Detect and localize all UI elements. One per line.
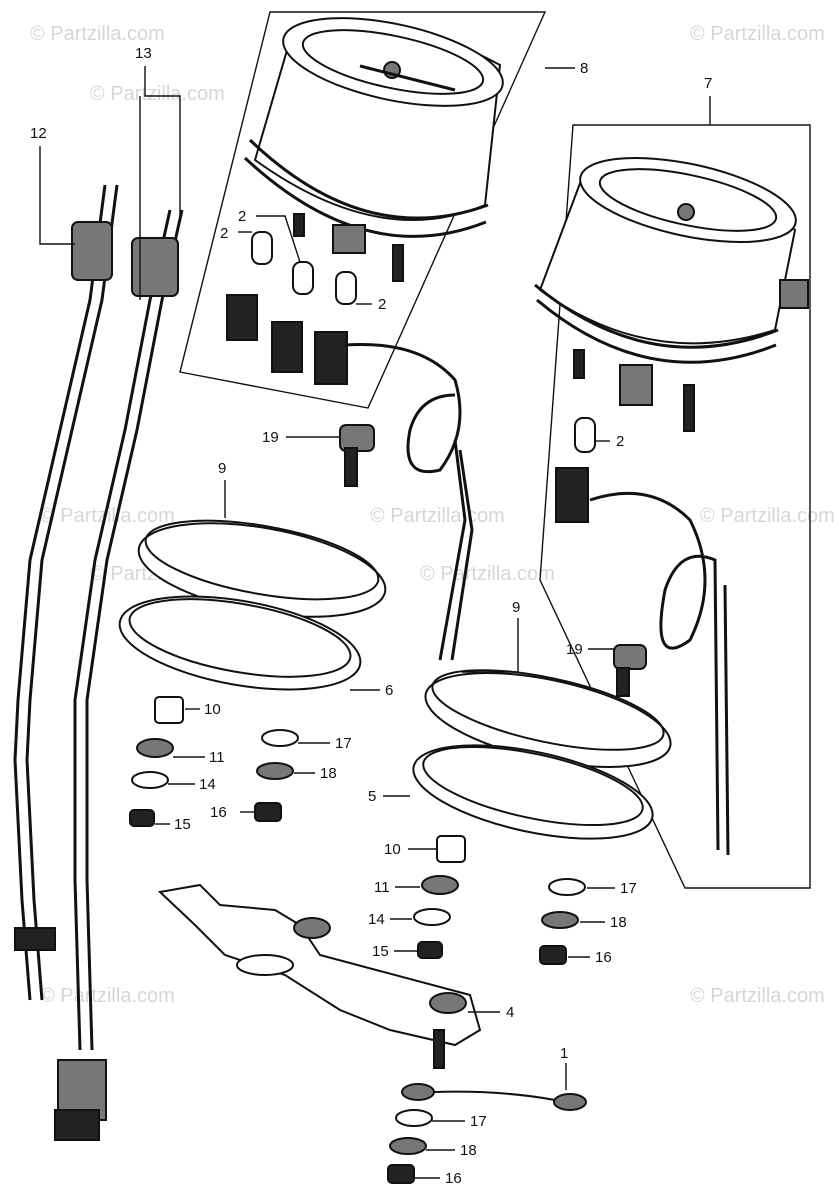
callout-15: 15 (174, 816, 191, 833)
callout-12: 12 (30, 125, 47, 142)
callout-13: 13 (135, 45, 152, 62)
bolt-19-top (339, 424, 375, 487)
speedometer-housing (243, 17, 504, 238)
callout-2: 2 (616, 433, 624, 450)
callout-2: 2 (220, 225, 228, 242)
callout-2: 2 (378, 296, 386, 313)
callout-16: 16 (210, 804, 227, 821)
tachometer-housing (534, 157, 809, 432)
watermark: © Partzilla.com (90, 83, 225, 105)
watermark: © Partzilla.com (690, 23, 825, 45)
callout-6: 6 (385, 682, 393, 699)
bolt-19-right (613, 644, 647, 697)
callout-18: 18 (320, 765, 337, 782)
case-bottom-5 (412, 744, 654, 840)
callout-9: 9 (218, 460, 226, 477)
callout-5: 5 (368, 788, 376, 805)
socket-group-top (226, 294, 474, 661)
callout-18: 18 (460, 1142, 477, 1159)
speedometer-studs (293, 213, 404, 282)
cable-12 (13, 184, 119, 1001)
hardware-bottom (387, 1083, 587, 1184)
callout-17: 17 (335, 735, 352, 752)
callout-labels: 12 13 8 7 2 2 2 2 19 19 9 9 6 5 10 11 14… (30, 45, 712, 1187)
watermark: © Partzilla.com (700, 505, 835, 527)
group-outline-7 (539, 124, 811, 889)
callout-19: 19 (262, 429, 279, 446)
callout-14: 14 (199, 776, 216, 793)
group-outline-8 (179, 11, 547, 409)
callout-2: 2 (238, 208, 246, 225)
callout-10: 10 (384, 841, 401, 858)
callout-17: 17 (470, 1113, 487, 1130)
cable-13 (54, 209, 184, 1141)
callout-10: 10 (204, 701, 221, 718)
case-bottom-6 (118, 595, 362, 691)
callout-9: 9 (512, 599, 520, 616)
callout-14: 14 (368, 911, 385, 928)
bulb-and-socket-right (555, 417, 730, 856)
callout-18: 18 (610, 914, 627, 931)
callout-11: 11 (374, 879, 390, 896)
watermark: © Partzilla.com (420, 563, 555, 585)
callout-4: 4 (506, 1004, 514, 1021)
hardware-left (129, 696, 299, 827)
callout-16: 16 (595, 949, 612, 966)
callout-1: 1 (560, 1045, 568, 1062)
callout-8: 8 (580, 60, 588, 77)
watermark: © Partzilla.com (40, 985, 175, 1007)
watermark: © Partzilla.com (370, 505, 505, 527)
mounting-bracket-4 (157, 883, 482, 1069)
callout-16: 16 (445, 1170, 462, 1187)
callout-15: 15 (372, 943, 389, 960)
callout-7: 7 (704, 75, 712, 92)
watermark: © Partzilla.com (30, 23, 165, 45)
watermark: © Partzilla.com (690, 985, 825, 1007)
bulb-group-top (251, 231, 357, 305)
watermark: © Partzilla.com (40, 505, 175, 527)
leader-lines (39, 66, 711, 1179)
callout-11: 11 (209, 749, 225, 766)
callout-17: 17 (620, 880, 637, 897)
hardware-centre (413, 835, 586, 965)
callout-19: 19 (566, 641, 583, 658)
